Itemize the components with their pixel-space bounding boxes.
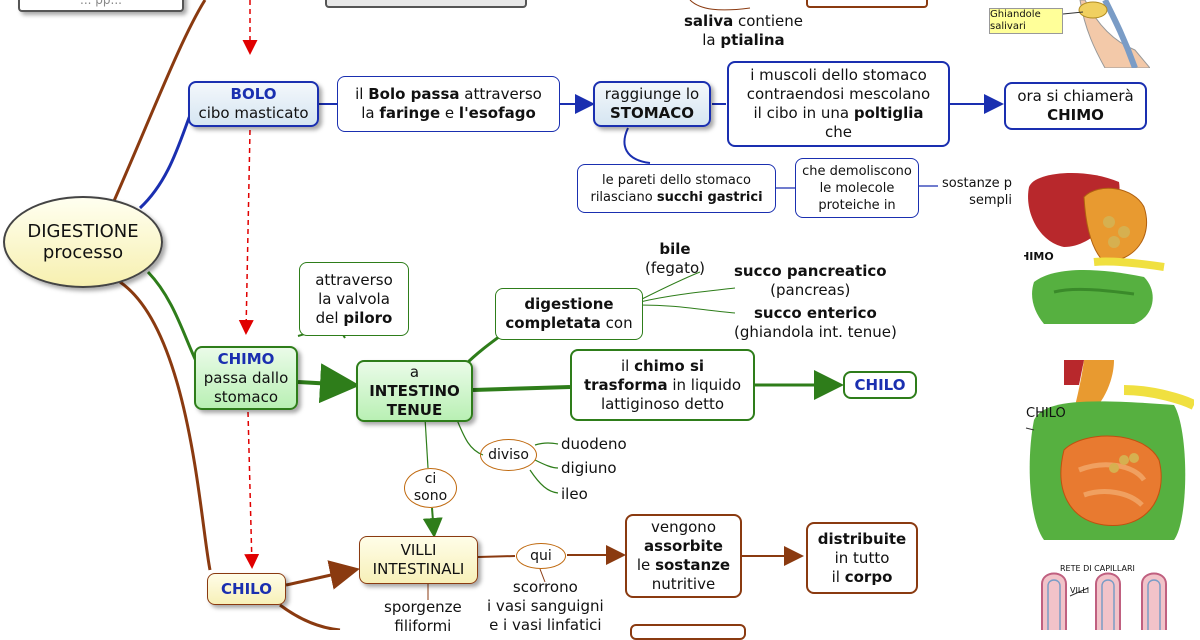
sostanze-label: sostanze p sempli [942,176,1013,208]
chimo-node: CHIMO passa dallo stomaco [194,346,298,410]
chimo-image-label: CHIMO [1024,250,1054,263]
villi-intestinali-node: VILLI INTESTINALI [359,536,478,584]
top-box-partial: ... pp... [18,0,184,12]
ghiandole-caption: Ghiandole salivari [989,8,1063,34]
succo-enterico-label: succo enterico(ghiandola int. tenue) [734,304,897,341]
muscoli-node: i muscoli dello stomaco contraendosi mes… [727,61,950,147]
digestione-completata-node: digestione completata con [495,288,643,340]
assorbite-node: vengono assorbite le sostanze nutritive [625,514,742,598]
villi-caption: VILLI [1070,586,1090,595]
saliva-label: saliva contiene la ptialina [684,12,803,49]
chimo-result-node: ora si chiamerà CHIMO [1004,82,1147,130]
chilo-image-label: CHILO [1026,406,1066,421]
duodeno-label: duodeno [561,435,627,453]
stomaco-node: raggiunge lo STOMACO [593,81,711,127]
piloro-node: attraverso la valvola del piloro [299,262,409,336]
intestine-chilo-illustration: CHILO [1024,360,1194,548]
bile-label: bile(fegato) [645,240,705,277]
qui-node: qui [516,543,566,569]
intestino-tenue-node: a INTESTINO TENUE [356,360,473,422]
villi-capillari-illustration: RETE DI CAPILLARI VILLI [1030,562,1190,630]
succo-pancreatico-label: succo pancreatico(pancreas) [734,262,887,299]
top-box-brown-partial [806,0,928,8]
bottom-box-partial [630,624,746,640]
diviso-node: diviso [480,439,537,471]
chilo-node: CHILO [207,573,286,605]
salivary-glands-illustration: Ghiandole salivari [985,0,1150,68]
distribuite-node: distribuite in tutto il corpo [806,522,918,594]
pareti-node: le pareti dello stomaco rilasciano succh… [577,164,776,213]
ci-sono-node: ci sono [404,468,457,508]
capillari-caption: RETE DI CAPILLARI [1060,564,1135,573]
demoliscono-node: che demoliscono le molecole proteiche in [795,158,919,218]
bolo-node: BOLO cibo masticato [188,81,319,127]
chilo-result-node: CHILO [843,371,917,399]
ileo-label: ileo [561,485,588,503]
stomach-chimo-illustration: CHIMO [1024,152,1166,324]
trasforma-node: il chimo si trasforma in liquido lattigi… [570,349,755,421]
top-box-mid-partial [325,0,527,8]
digiuno-label: digiuno [561,459,617,477]
bolo-passa-node: il Bolo passa attraverso la faringe e l'… [337,76,560,132]
digestione-center-node: DIGESTIONE processo [3,196,163,288]
